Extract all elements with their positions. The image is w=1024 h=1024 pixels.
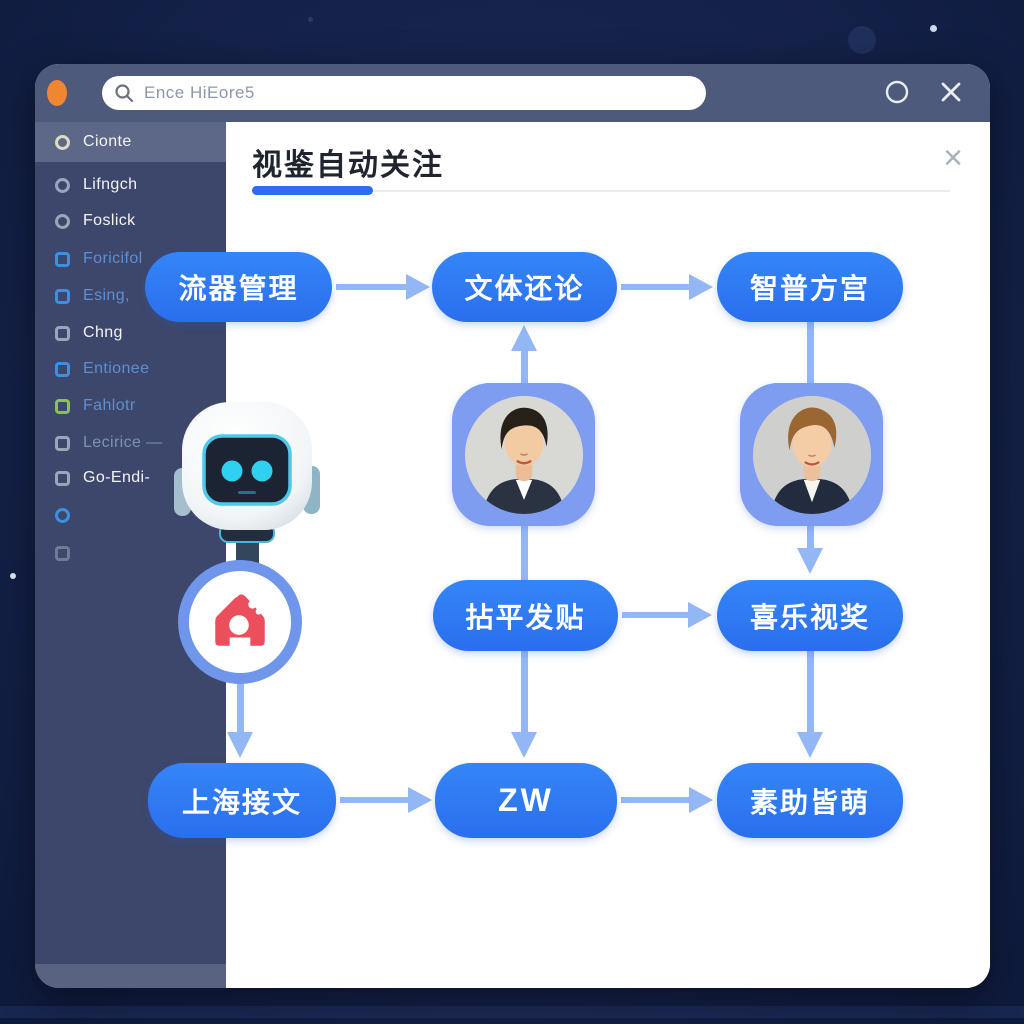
square-icon bbox=[55, 251, 70, 267]
arrow-right-icon bbox=[406, 274, 430, 300]
connector-line bbox=[340, 797, 410, 803]
traffic-light-button[interactable] bbox=[47, 80, 67, 106]
window-close-button[interactable] bbox=[937, 78, 965, 106]
connector-line bbox=[237, 682, 244, 734]
flow-node-comment[interactable]: 文体还论 bbox=[432, 252, 617, 322]
arrow-right-icon bbox=[408, 787, 432, 813]
square-icon bbox=[55, 398, 70, 414]
panel-close-icon[interactable]: × bbox=[943, 139, 963, 177]
arrow-right-icon bbox=[688, 602, 712, 628]
sidebar-item-chng[interactable]: Chng bbox=[35, 315, 226, 351]
square-icon bbox=[55, 545, 70, 561]
connector-line bbox=[622, 612, 690, 618]
background-dot bbox=[848, 26, 876, 54]
window-titlebar bbox=[35, 64, 990, 122]
background-star bbox=[10, 573, 16, 579]
avatar-photo bbox=[464, 395, 583, 514]
square-icon bbox=[55, 435, 70, 451]
connector-line bbox=[336, 284, 408, 290]
flow-node-manage[interactable]: 流器管理 bbox=[145, 252, 332, 322]
robot-mascot bbox=[172, 398, 322, 588]
connector-line bbox=[521, 651, 528, 733]
flow-node-post[interactable]: 拈平发贴 bbox=[433, 580, 618, 651]
ring-icon bbox=[55, 134, 70, 150]
window-circle-button[interactable] bbox=[883, 78, 911, 106]
flow-node-scheme[interactable]: 智普方宫 bbox=[717, 252, 903, 322]
page-title: 视鉴自动关注 bbox=[252, 149, 444, 182]
arrow-down-icon bbox=[797, 548, 823, 574]
connector-line bbox=[621, 797, 691, 803]
sidebar-item-esing[interactable]: Esing, bbox=[35, 278, 226, 314]
sidebar-item-go-endi[interactable]: Go-Endi- bbox=[35, 460, 226, 496]
square-icon bbox=[55, 325, 70, 341]
square-icon bbox=[55, 470, 70, 486]
sidebar-item-fahlotr[interactable]: Fahlotr bbox=[35, 388, 226, 424]
flow-node-reward[interactable]: 喜乐视奖 bbox=[717, 580, 903, 651]
arrow-down-icon bbox=[227, 732, 253, 758]
square-icon bbox=[55, 288, 70, 304]
flow-node-assist[interactable]: 素助皆萌 bbox=[717, 763, 903, 838]
flow-node-shanghai[interactable]: 上海接文 bbox=[148, 763, 336, 838]
avatar-man-brown-hair[interactable] bbox=[740, 383, 883, 526]
avatar-photo bbox=[752, 395, 871, 514]
app-window: Cionte Lifngch Foslick Foricifol Esing, … bbox=[35, 64, 990, 988]
flow-node-zw[interactable]: ZW bbox=[435, 763, 617, 838]
house-logo[interactable] bbox=[178, 560, 302, 684]
background-star bbox=[308, 17, 313, 22]
background-star bbox=[930, 25, 937, 32]
ring-icon bbox=[55, 507, 70, 523]
arrow-right-icon bbox=[689, 787, 713, 813]
connector-line bbox=[621, 284, 691, 290]
title-divider bbox=[252, 190, 950, 192]
arrow-down-icon bbox=[511, 732, 537, 758]
sidebar-item-empty-1[interactable] bbox=[35, 497, 226, 533]
ring-icon bbox=[55, 213, 70, 229]
sidebar-footer-strip bbox=[35, 964, 226, 988]
arrow-right-icon bbox=[689, 274, 713, 300]
search-input[interactable] bbox=[142, 82, 694, 104]
connector-line bbox=[807, 651, 814, 733]
sidebar-item-cionte[interactable]: Cionte bbox=[35, 122, 226, 162]
search-icon bbox=[114, 83, 134, 103]
sidebar-item-entionee[interactable]: Entionee bbox=[35, 351, 226, 387]
title-accent-bar bbox=[252, 186, 373, 195]
arrow-up-icon bbox=[511, 325, 537, 351]
sidebar-item-foricifol[interactable]: Foricifol bbox=[35, 241, 226, 277]
search-bar[interactable] bbox=[102, 76, 706, 110]
sidebar-item-lecirice[interactable]: Lecirice — bbox=[35, 425, 226, 461]
background-band bbox=[0, 1006, 1024, 1018]
ring-icon bbox=[55, 177, 70, 193]
sidebar-item-lifngch[interactable]: Lifngch bbox=[35, 167, 226, 203]
square-icon bbox=[55, 361, 70, 377]
sidebar-item-empty-2[interactable] bbox=[35, 535, 226, 571]
avatar-man-dark-hair[interactable] bbox=[452, 383, 595, 526]
arrow-down-icon bbox=[797, 732, 823, 758]
sidebar-item-foslick[interactable]: Foslick bbox=[35, 203, 226, 239]
